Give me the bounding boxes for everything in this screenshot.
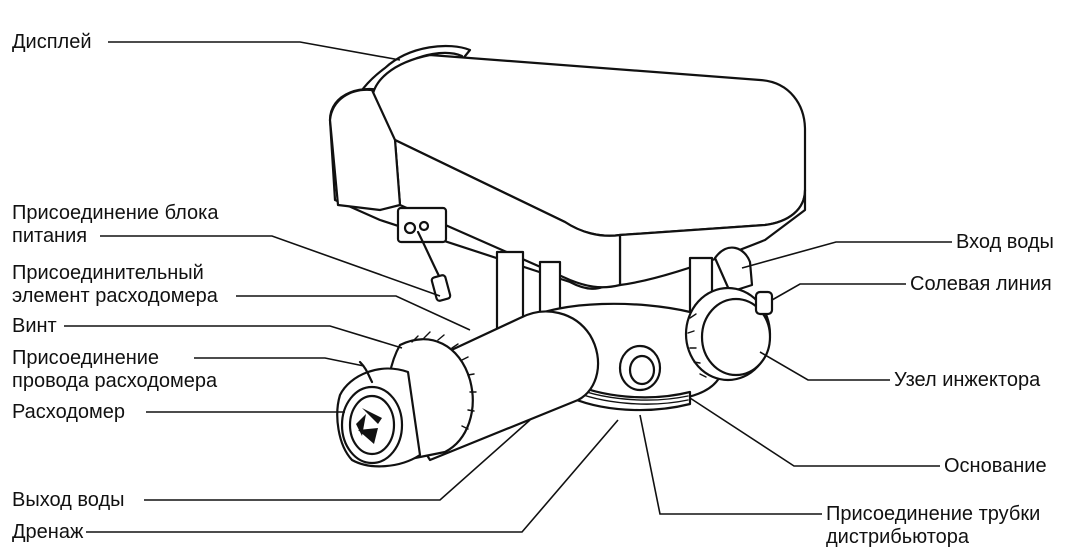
leader-power bbox=[100, 235, 441, 297]
base-disk bbox=[563, 378, 692, 412]
power-jack-2 bbox=[418, 220, 430, 232]
leader-brine bbox=[771, 283, 906, 301]
leader-display bbox=[108, 41, 401, 61]
label-screw: Винт bbox=[12, 315, 57, 337]
flowmeter-face-inner bbox=[348, 394, 396, 456]
label-display: Дисплей bbox=[12, 31, 92, 53]
label-water-outlet: Выход воды bbox=[12, 489, 125, 511]
label-injector: Узел инжектора bbox=[894, 369, 1041, 391]
housing-left-cap bbox=[328, 88, 402, 212]
label-flowmeter: Расходомер bbox=[12, 401, 126, 423]
flowmeter-impeller bbox=[356, 408, 382, 444]
power-plug bbox=[430, 274, 452, 302]
leader-base bbox=[689, 397, 940, 467]
leader-outlet bbox=[144, 419, 531, 501]
label-base: Основание bbox=[944, 455, 1047, 477]
label-meter-element-line2: элемент расходомера bbox=[12, 285, 218, 307]
housing-front-side bbox=[393, 138, 622, 289]
leader-meter-wire bbox=[194, 357, 365, 367]
label-meter-wire-line1: Присоединение bbox=[12, 347, 160, 369]
label-distributor-line2: дистрибьютора bbox=[826, 526, 970, 548]
label-drain: Дренаж bbox=[12, 521, 84, 543]
inlet-elbow bbox=[713, 246, 754, 294]
leader-meter-element bbox=[236, 295, 471, 331]
label-meter-wire-line2: провода расходомера bbox=[12, 370, 218, 392]
power-cable bbox=[416, 230, 442, 280]
leader-injector bbox=[759, 351, 890, 381]
leader-inlet bbox=[741, 241, 952, 269]
label-meter-element-line1: Присоединительный bbox=[12, 262, 204, 284]
label-distributor-line1: Присоединение трубки bbox=[826, 503, 1041, 525]
leader-drain bbox=[86, 419, 619, 533]
injector-cap-grip bbox=[687, 299, 707, 378]
injector-cap-face bbox=[700, 297, 772, 377]
power-jack bbox=[403, 221, 417, 235]
label-brine-line: Солевая линия bbox=[910, 273, 1052, 295]
valve-column-left bbox=[495, 250, 525, 334]
label-water-inlet: Вход воды bbox=[956, 231, 1054, 253]
brine-fitting bbox=[754, 290, 774, 316]
label-power-line1: Присоединение блока bbox=[12, 202, 219, 224]
flowmeter-wire bbox=[358, 360, 374, 384]
label-power-line2: питания bbox=[12, 225, 88, 247]
leader-screw bbox=[64, 325, 403, 349]
leader-distributor bbox=[639, 414, 822, 515]
distributor-port-inner bbox=[628, 354, 656, 386]
flowmeter-nut-grip bbox=[411, 331, 477, 430]
housing-right-side bbox=[618, 188, 807, 287]
